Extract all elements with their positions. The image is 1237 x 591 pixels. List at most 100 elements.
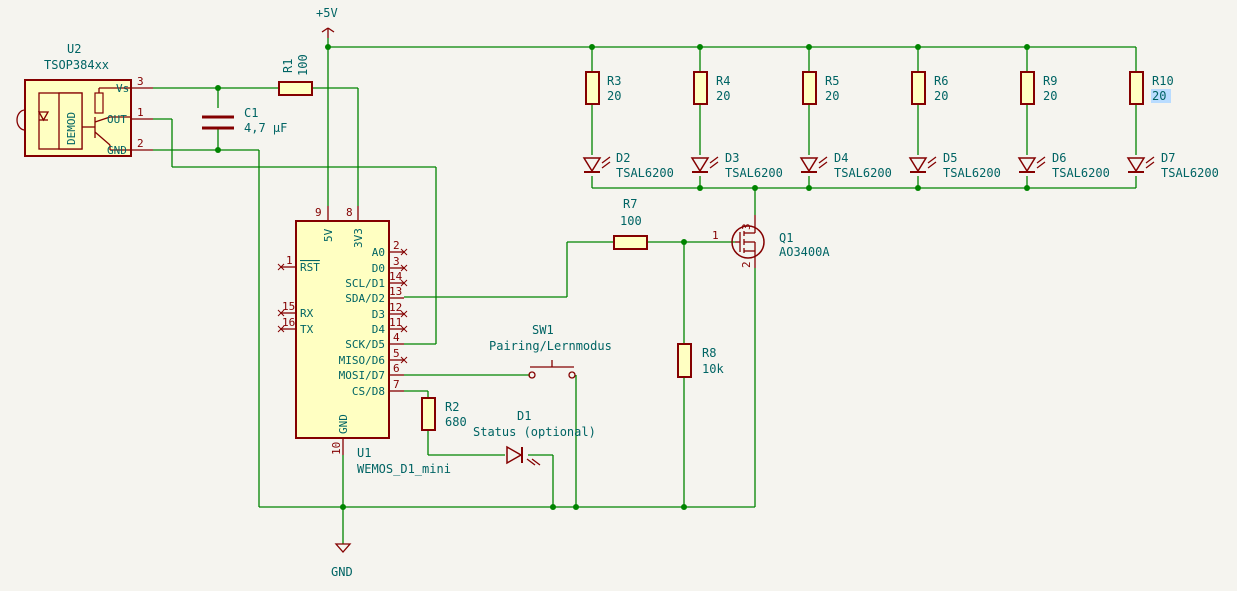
u1-pin-name: MOSI/D7: [339, 369, 385, 382]
ir-led-ref: D3: [725, 151, 739, 165]
c1-capacitor: C1 4,7 µF: [202, 106, 287, 135]
d1-value: Status (optional): [473, 425, 596, 439]
u1-pin-name: D4: [372, 323, 386, 336]
u1-pin-name: MISO/D6: [339, 354, 385, 367]
r2-resistor: R2 680: [421, 397, 467, 431]
vcc-label: +5V: [316, 6, 338, 20]
r2-value: 680: [445, 415, 467, 429]
ir-led-value: TSAL6200: [1052, 166, 1110, 180]
u1-pin-num: 10: [330, 442, 343, 455]
junctions: [215, 44, 1030, 510]
led-resistor-value: 20: [825, 89, 839, 103]
u1-pin-name: RST: [300, 261, 320, 274]
u1-pin-name: CS/D8: [352, 385, 385, 398]
u1-pin-num: 6: [393, 362, 400, 375]
led-resistor-value: 20: [1043, 89, 1057, 103]
led-resistor-ref: R5: [825, 74, 839, 88]
ir-led-d3: D3 TSAL6200: [690, 151, 783, 180]
u1-pin-num: 1: [286, 254, 293, 267]
led-resistor-ref: R9: [1043, 74, 1057, 88]
u1-pin-name: RX: [300, 307, 314, 320]
u2-ref: U2: [67, 42, 81, 56]
u1-pin-num: 5: [393, 347, 400, 360]
led-resistor-value: 20: [716, 89, 730, 103]
u1-pin-num: 4: [393, 331, 400, 344]
gnd-symbol: GND: [331, 543, 353, 579]
r8-ref: R8: [702, 346, 716, 360]
led-resistor-r9: R9 20: [1020, 71, 1057, 105]
ir-led-d5: D5 TSAL6200: [908, 151, 1001, 180]
u1-pin-num: 9: [315, 206, 322, 219]
u1-pin-name: 5V: [322, 228, 335, 242]
ir-led-ref: D5: [943, 151, 957, 165]
u1-value: WEMOS_D1_mini: [357, 462, 451, 476]
r1-value: 100: [296, 54, 310, 76]
r8-resistor: R8 10k: [677, 343, 724, 378]
ir-led-value: TSAL6200: [834, 166, 892, 180]
u2-value: TSOP384xx: [44, 58, 109, 72]
u1-pin-name: 3V3: [352, 228, 365, 248]
sw1-value: Pairing/Lernmodus: [489, 339, 612, 353]
u1-pin-name: SDA/D2: [345, 292, 385, 305]
r2-ref: R2: [445, 400, 459, 414]
u1-pin-name: D3: [372, 308, 385, 321]
wires: [153, 38, 1137, 544]
u1-pin-name: SCK/D5: [345, 338, 385, 351]
r8-value: 10k: [702, 362, 724, 376]
u1-pin-num: 7: [393, 378, 400, 391]
u2-pin-name: Vs: [116, 82, 129, 95]
led-resistor-r6: R6 20: [911, 71, 948, 105]
ir-led-d2: D2 TSAL6200: [582, 151, 674, 180]
u2-inner-label: DEMOD: [65, 112, 78, 145]
u1-pin-num: 3: [393, 255, 400, 268]
led-resistor-ref: R10: [1152, 74, 1174, 88]
sw1-pushbutton: SW1 Pairing/Lernmodus: [489, 323, 612, 379]
q1-value: AO3400A: [779, 245, 830, 259]
d1-ref: D1: [517, 409, 531, 423]
u2-pin-num: 1: [137, 106, 144, 119]
sw1-ref: SW1: [532, 323, 554, 337]
u1-pin-name: SCL/D1: [345, 277, 385, 290]
r7-value: 100: [620, 214, 642, 228]
selection-highlight: [1151, 89, 1171, 103]
r1-resistor: R1 100: [278, 54, 313, 96]
ir-led-value: TSAL6200: [943, 166, 1001, 180]
q1-pin-num: 3: [740, 223, 753, 230]
ir-led-ref: D2: [616, 151, 630, 165]
led-resistor-ref: R6: [934, 74, 948, 88]
led-resistor-r10: R10 20: [1129, 71, 1174, 105]
u1-pin-name: D0: [372, 262, 385, 275]
led-resistor-value: 20: [607, 89, 621, 103]
led-resistor-r4: R4 20: [693, 71, 730, 105]
u2-pin-name: GND: [107, 144, 127, 157]
ir-led-ref: D4: [834, 151, 848, 165]
u1-ref: U1: [357, 446, 371, 460]
q1-mosfet: 1 3 2 Q1 AO3400A: [712, 215, 830, 268]
ir-led-value: TSAL6200: [1161, 166, 1219, 180]
led-resistor-r5: R5 20: [802, 71, 839, 105]
u1-pin-num: 12: [389, 301, 402, 314]
vcc-symbol: +5V: [316, 6, 338, 38]
u1-pin-num: 13: [389, 285, 402, 298]
u1-pin-num: 8: [346, 206, 353, 219]
ir-led-d6: D6 TSAL6200: [1017, 151, 1110, 180]
u1-pin-name: A0: [372, 246, 385, 259]
r7-pin-num: 1: [712, 229, 719, 242]
u1-pin-num: 16: [282, 316, 295, 329]
led-resistor-ref: R3: [607, 74, 621, 88]
ir-led-value: TSAL6200: [616, 166, 674, 180]
ir-led-ref: D7: [1161, 151, 1175, 165]
u1-pin-num: 11: [389, 316, 402, 329]
d1-status-led: D1 Status (optional): [473, 409, 596, 466]
ir-led-d4: D4 TSAL6200: [799, 151, 892, 180]
q1-pin-num: 2: [740, 261, 753, 268]
r7-ref: R7: [623, 197, 637, 211]
u2-pin-num: 3: [137, 75, 144, 88]
led-resistor-r3: R3 20: [585, 71, 621, 105]
u2-ir-receiver: DEMOD 3 1 2 Vs OUT GND U2 TSOP384xx: [16, 42, 153, 157]
u1-wemos-d1-mini: 9 8 5V 3V3 1 15 16 RST RX TX: [277, 206, 451, 476]
gnd-label: GND: [331, 565, 353, 579]
c1-value: 4,7 µF: [244, 121, 287, 135]
u1-pin-num: 2: [393, 239, 400, 252]
